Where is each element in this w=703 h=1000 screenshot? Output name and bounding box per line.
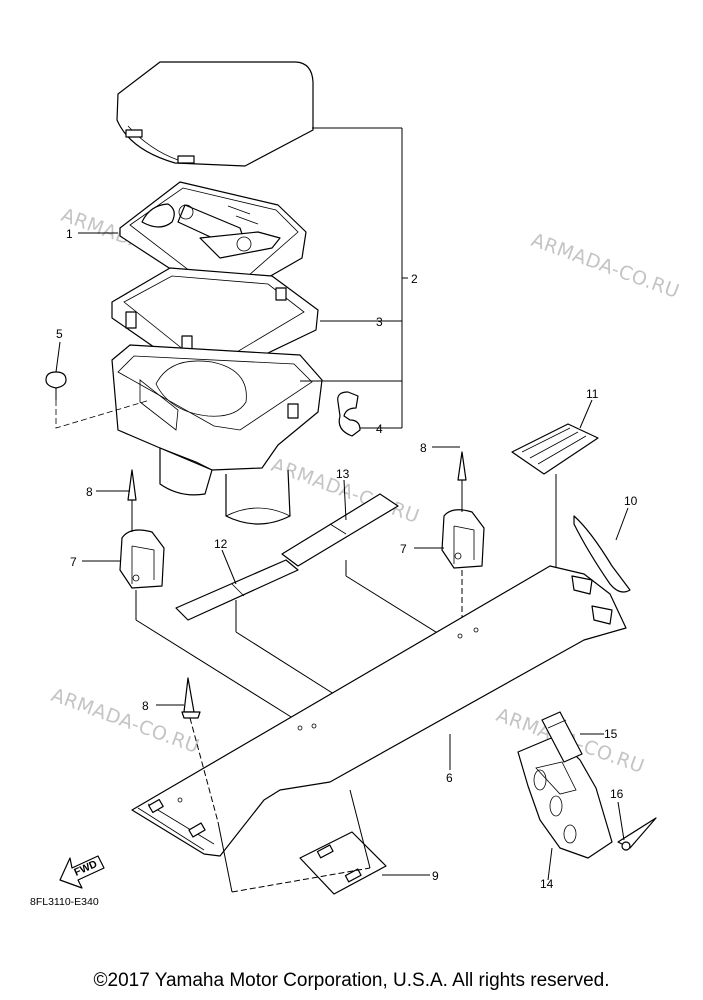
callout-8-lower: 8: [142, 699, 149, 713]
callout-9: 9: [432, 869, 439, 883]
callouts: 1 2 3 4 5 6 7 7 8 8 8 9 10 11 12 13 14 1…: [56, 227, 638, 891]
diagram-code: 8FL3110-E340: [30, 896, 99, 908]
watermark: ARMADA-CO.RU: [528, 229, 682, 303]
plate-9: [231, 789, 387, 895]
tool-tray: [119, 181, 307, 299]
callout-12: 12: [214, 537, 228, 551]
callout-14: 14: [540, 877, 554, 891]
block-15: [541, 711, 583, 763]
plate-6: [131, 565, 627, 857]
watermark: ARMADA-CO.RU: [48, 684, 202, 758]
copyright-notice: ©2017 Yamaha Motor Corporation, U.S.A. A…: [93, 970, 610, 991]
callout-10: 10: [624, 494, 638, 508]
callout-8-right: 8: [420, 441, 427, 455]
storage-box-lid: [116, 61, 314, 167]
callout-1: 1: [66, 227, 73, 241]
leader-lines: [78, 232, 625, 881]
callout-6: 6: [446, 771, 453, 785]
clip-4: [337, 391, 361, 437]
screw-16: [617, 817, 657, 851]
callout-7-right: 7: [400, 542, 407, 556]
callout-3: 3: [376, 315, 383, 329]
callout-13: 13: [336, 467, 350, 481]
bolt-5: [45, 341, 151, 429]
callout-2: 2: [411, 272, 418, 286]
callout-11: 11: [586, 387, 599, 401]
clip-7-right: [441, 451, 485, 632]
callout-4: 4: [376, 422, 383, 436]
callout-16: 16: [610, 787, 624, 801]
clip-7-left: [119, 469, 297, 721]
fastener-8-lower: [181, 677, 233, 893]
rod-10: [573, 507, 631, 593]
storage-box: [111, 344, 323, 525]
callout-5: 5: [56, 327, 63, 341]
fwd-arrow-icon: FWD: [59, 855, 105, 889]
callout-7-left: 7: [70, 555, 77, 569]
callout-8-left: 8: [86, 485, 93, 499]
callout-15: 15: [604, 727, 618, 741]
